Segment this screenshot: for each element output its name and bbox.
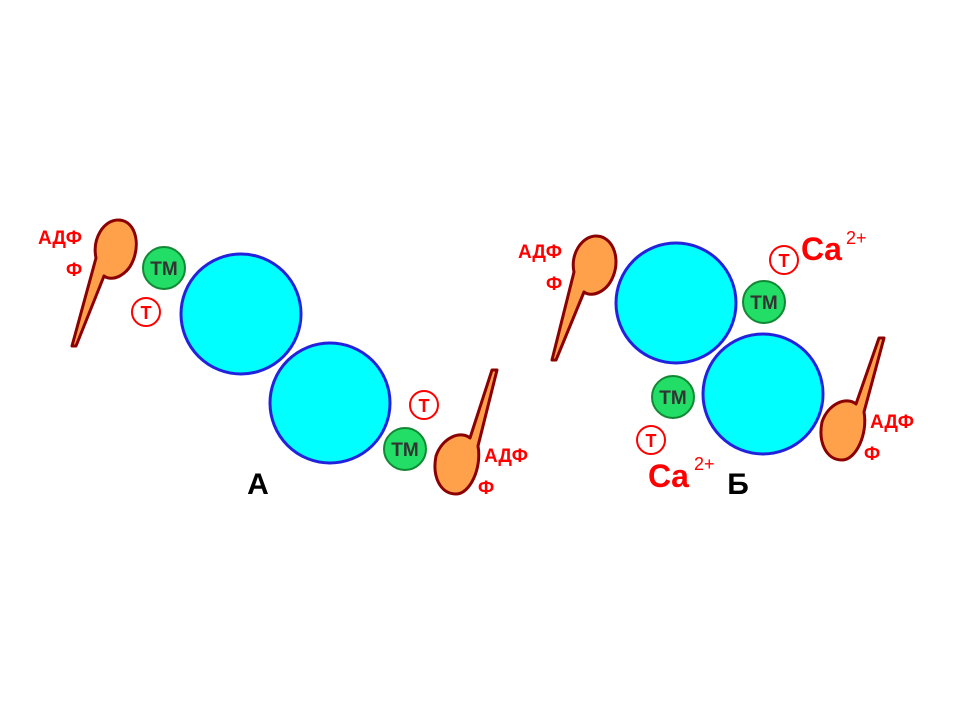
- phosphate-label: Ф: [864, 444, 880, 465]
- panel-b: АДФ Ф Т Ca 2+ ТМ ТМ Т Ca: [518, 228, 914, 501]
- tropomyosin-circle: [142, 246, 186, 290]
- tropomyosin-label: ТМ: [150, 259, 177, 280]
- troponin-label: Т: [646, 431, 657, 451]
- myosin-head-a-top: АДФ Ф: [38, 218, 138, 348]
- troponin-b-bottom: Т: [636, 425, 666, 455]
- phosphate-label: Ф: [546, 274, 562, 295]
- panel-label-b: Б: [727, 468, 749, 501]
- actin-monomer-b-1: [614, 241, 738, 365]
- calcium-charge-label: 2+: [694, 454, 715, 474]
- calcium-charge-label: 2+: [846, 228, 867, 248]
- adf-label: АДФ: [484, 446, 528, 467]
- myosin-head-shape: [70, 218, 138, 348]
- phosphate-label: Ф: [66, 260, 82, 281]
- myosin-head-shape: [550, 234, 618, 362]
- troponin-a-bottom: Т: [409, 390, 439, 420]
- troponin-label: Т: [779, 251, 790, 271]
- tropomyosin-label: ТМ: [659, 388, 686, 409]
- tropomyosin-label: ТМ: [750, 293, 777, 314]
- tropomyosin-circle: [651, 375, 695, 419]
- troponin-a-top: Т: [131, 297, 161, 327]
- actin-monomer-a-2: [268, 341, 392, 465]
- tropomyosin-b-bottom: ТМ: [651, 375, 695, 419]
- troponin-circle: [636, 425, 666, 455]
- myosin-head-b-bottom: АДФ Ф: [819, 336, 914, 465]
- troponin-b-top: Т: [769, 245, 799, 275]
- myosin-head-shape: [433, 368, 499, 496]
- troponin-circle: [769, 245, 799, 275]
- actin-monomer-a-1: [179, 252, 303, 376]
- troponin-label: Т: [419, 396, 430, 416]
- calcium-b-top: Ca 2+: [801, 228, 867, 267]
- actin-monomer-b-2: [701, 332, 825, 456]
- calcium-b-bottom: Ca 2+: [648, 454, 715, 494]
- troponin-label: Т: [141, 303, 152, 323]
- tropomyosin-label: ТМ: [391, 440, 418, 461]
- tropomyosin-circle: [742, 280, 786, 324]
- troponin-circle: [131, 297, 161, 327]
- tropomyosin-a-top: ТМ: [142, 246, 186, 290]
- panel-label-a: А: [247, 468, 269, 501]
- myosin-head-shape: [819, 336, 886, 462]
- adf-label: АДФ: [870, 412, 914, 433]
- calcium-label: Ca: [648, 458, 689, 494]
- myosin-head-b-top: АДФ Ф: [518, 234, 618, 362]
- phosphate-label: Ф: [478, 478, 494, 499]
- myosin-head-a-bottom: АДФ Ф: [433, 368, 528, 499]
- tropomyosin-circle: [383, 427, 427, 471]
- tropomyosin-a-bottom: ТМ: [383, 427, 427, 471]
- tropomyosin-b-top: ТМ: [742, 280, 786, 324]
- calcium-label: Ca: [801, 231, 842, 267]
- adf-label: АДФ: [518, 242, 562, 263]
- troponin-circle: [409, 390, 439, 420]
- panel-a: АДФ Ф ТМ Т Т ТМ АДФ Ф: [38, 218, 528, 501]
- adf-label: АДФ: [38, 228, 82, 249]
